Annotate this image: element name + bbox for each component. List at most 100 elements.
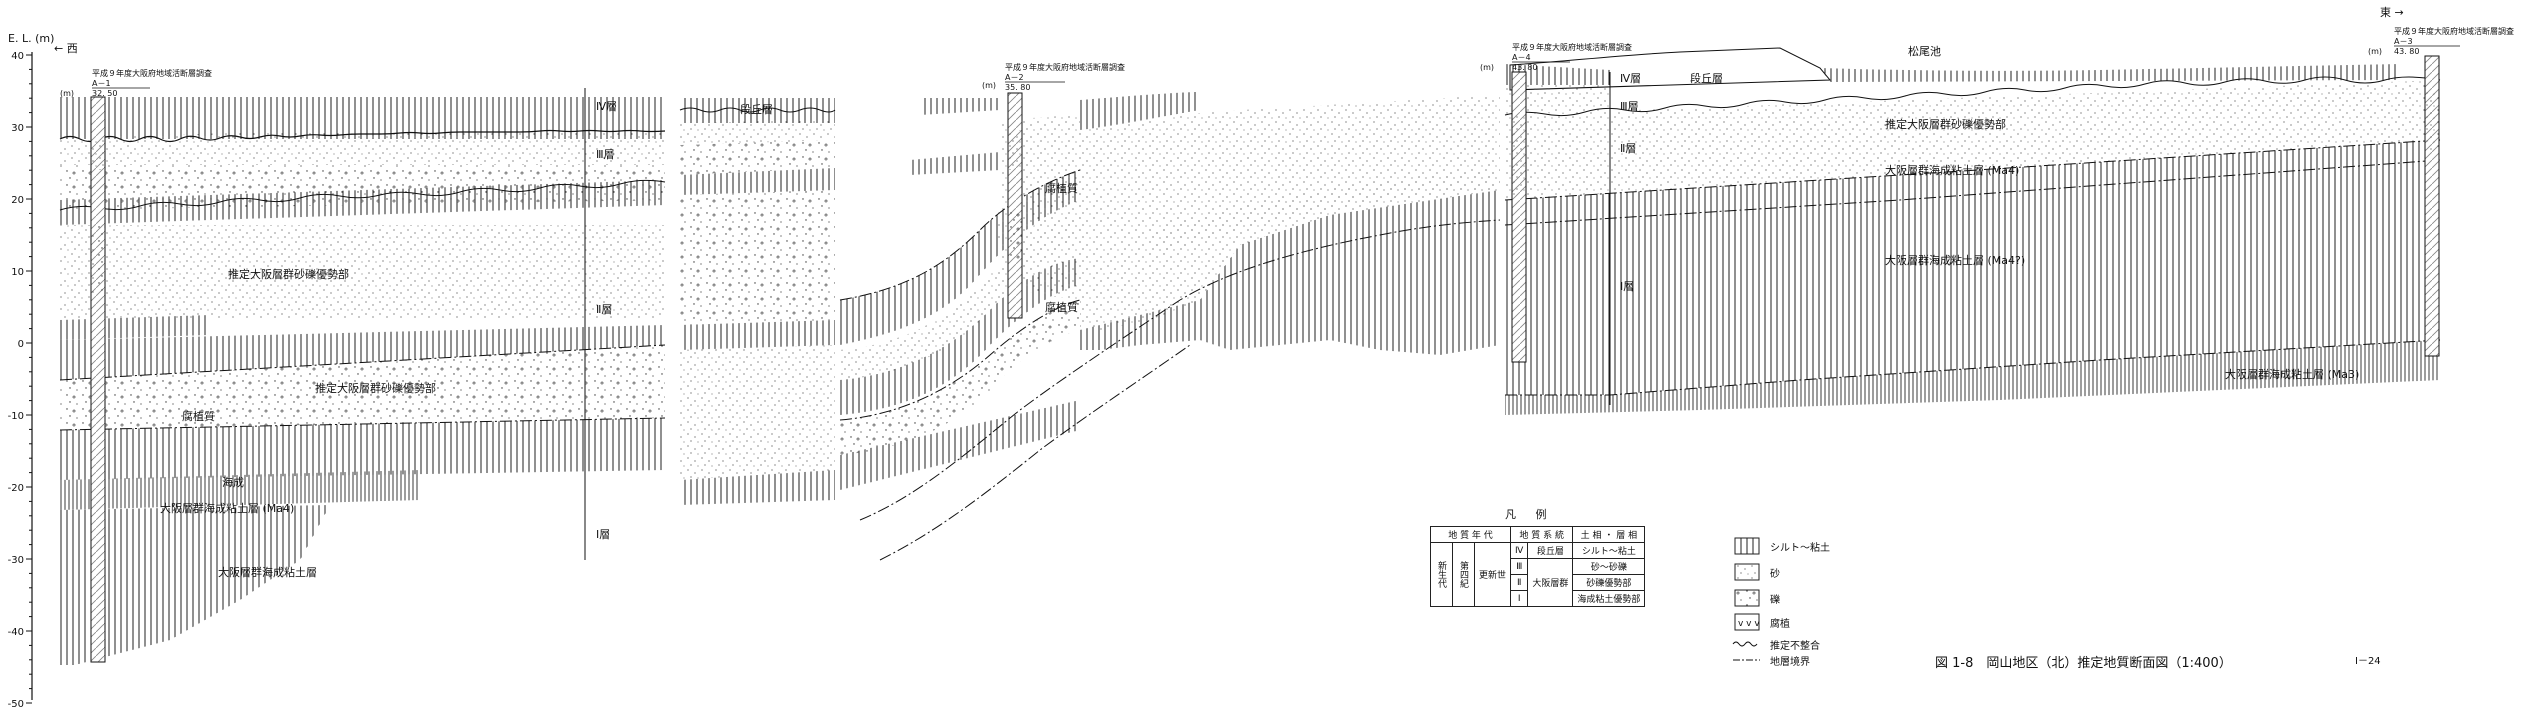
gravel-dominant-east	[1505, 80, 2440, 200]
west-direction-label: ← 西	[54, 42, 78, 55]
layer-iii-sand-west	[60, 130, 665, 165]
legend-humus-label: 腐植	[1770, 619, 1790, 630]
legend-unit-ii: Ⅱ	[1510, 574, 1529, 591]
figure-caption: 図 1-8 岡山地区（北）推定地質断面図（1:400）	[1935, 656, 2232, 671]
borehole-a3-elevation: 43. 80	[2394, 47, 2419, 56]
ma4-label-west: 大阪層群海成粘土層 (Ma4)	[160, 501, 294, 515]
borehole-a2: 平成９年度大阪府地域活断層調査 A－2 35. 80 (m)	[982, 62, 1125, 319]
legend-period: 第四紀	[1452, 542, 1475, 607]
legend-header-age: 地 質 年 代	[1429, 526, 1512, 543]
axis-title: E. L. (m)	[8, 32, 54, 45]
humus-v-icon: v v v	[1734, 613, 1760, 631]
legend-sand-label: 砂	[1770, 569, 1780, 580]
humic-label-west: 腐植質	[182, 409, 215, 423]
legend-header-system: 地 質 系 統	[1510, 526, 1574, 543]
ma3-clay-east	[1505, 340, 2440, 415]
layer-iii-label-east: Ⅲ層	[1620, 100, 1639, 113]
legend-title: 凡 例	[1505, 508, 1555, 521]
gravel-dominant-lower-west	[60, 345, 665, 430]
legend-facies-ii: 砂礫優勢部	[1572, 574, 1646, 591]
marine-clay-lower-west	[60, 505, 330, 665]
legend-era: 新生代	[1430, 542, 1453, 607]
section-west: Ⅳ層 Ⅲ層 Ⅱ層 Ⅰ層 推定大阪層群砂礫優勢部 推定大阪層群砂礫優勢部 腐植質 …	[59, 88, 666, 665]
legend-boundary-label: 地層境界	[1770, 657, 1810, 668]
borehole-a2-survey: 平成９年度大阪府地域活断層調査	[1005, 62, 1125, 72]
wavy-line-icon	[1732, 641, 1758, 647]
legend-unconformity-label: 推定不整合	[1770, 641, 1820, 652]
legend-facies-iv: シルト～粘土	[1572, 542, 1646, 559]
borehole-a3: 平成９年度大阪府地域活断層調査 A－3 43. 80 (m)	[2368, 26, 2514, 357]
gravel-label-east: 推定大阪層群砂礫優勢部	[1885, 117, 2006, 131]
pond-label: 松尾池	[1908, 44, 1941, 58]
borehole-a3-id: A－3	[2394, 37, 2413, 46]
borehole-a1-elevation: 32. 50	[92, 89, 117, 98]
legend-header-facies: 土 相 ・ 層 相	[1572, 526, 1646, 543]
y-tick-label: 10	[11, 267, 24, 278]
layer-ii-label-west: Ⅱ層	[596, 303, 612, 316]
gravel-label-west-lower: 推定大阪層群砂礫優勢部	[315, 381, 436, 395]
legend-symbols: v v v	[1732, 537, 1760, 661]
vertical-hatch-icon	[1734, 537, 1760, 555]
borehole-a1: 平成９年度大阪府地域活断層調査 A－1 32. 50 (m)	[60, 68, 212, 663]
legend-silt-label: シルト～粘土	[1770, 543, 1830, 554]
marine-clay-upper-west	[60, 470, 420, 510]
borehole-a3-survey: 平成９年度大阪府地域活断層調査	[2394, 26, 2514, 36]
legend-unit-iii: Ⅲ	[1510, 558, 1529, 575]
borehole-a1-id: A－1	[92, 79, 111, 88]
borehole-a1-survey: 平成９年度大阪府地域活断層調査	[92, 68, 212, 78]
borehole-a2-elevation: 35. 80	[1005, 83, 1030, 92]
ma4-label-east: 大阪層群海成粘土層 (Ma4)	[1885, 163, 2019, 177]
borehole-a2-id: A－2	[1005, 73, 1024, 82]
y-tick-label: 20	[11, 195, 24, 206]
borehole-a3-unit: (m)	[2368, 47, 2382, 56]
humic-label-middle-lower: 腐植質	[1045, 300, 1078, 314]
page-number: Ⅰ－24	[2355, 656, 2381, 667]
elevation-axis: E. L. (m) 40 30 20 10 0 -10 -20 -30 -40 -50 ← 西 東…	[8, 6, 2404, 710]
legend-epoch: 更新世	[1473, 542, 1512, 607]
legend-unit-iv: Ⅳ	[1510, 542, 1529, 559]
humic-label-middle-upper: 腐植質	[1045, 181, 1078, 195]
ma4q-label-east: 大阪層群海成粘土層 (Ma4?)	[1885, 253, 2025, 267]
ma4q-clay-middle-1	[1200, 190, 1500, 355]
y-tick-label: -20	[8, 483, 24, 494]
legend-unit-i: Ⅰ	[1510, 590, 1529, 607]
legend-facies-iii: 砂～砂礫	[1572, 558, 1646, 575]
layer-iii-label-west: Ⅲ層	[596, 148, 615, 161]
svg-text:v v v: v v v	[1738, 619, 1760, 629]
terrace-silt-east	[1505, 64, 1610, 85]
layer-i-label-west: Ⅰ層	[596, 528, 610, 541]
marine-label: 海成	[222, 475, 244, 489]
gravel-dominant-upper-west	[60, 225, 665, 320]
legend-facies-i: 海成粘土優勢部	[1572, 590, 1646, 607]
borehole-a4-id: A－4	[1512, 53, 1531, 62]
layer-i-label-east: Ⅰ層	[1620, 280, 1634, 293]
y-tick-label: 0	[18, 339, 24, 350]
y-tick-label: -10	[8, 411, 24, 422]
gravel-icon	[1734, 589, 1760, 607]
ma3-label: 大阪層群海成粘土層 (Ma3)	[2225, 367, 2359, 381]
silt-band-west	[60, 325, 665, 380]
legend-gravel-label: 礫	[1770, 595, 1780, 606]
marine-clay-label-west: 大阪層群海成粘土層	[218, 565, 317, 579]
sand-dots-icon	[1734, 563, 1760, 581]
legend-system-terrace: 段丘層	[1527, 542, 1574, 559]
borehole-a4: 平成９年度大阪府地域活断層調査 A－4 43. 80 (m)	[1480, 42, 1632, 363]
humic-layer-middle	[910, 152, 1000, 175]
ma4q-clay-east	[1505, 160, 2440, 395]
section-middle: 段丘層 腐植質 腐植質	[679, 92, 1501, 561]
east-direction-label: 東 →	[2380, 6, 2404, 19]
marine-clay-ma4-west	[60, 418, 665, 480]
y-tick-label: -30	[8, 555, 24, 566]
layer-iv-label-east: Ⅳ層	[1620, 72, 1641, 85]
y-tick-label: 40	[11, 51, 24, 62]
terrace-label-east: 段丘層	[1690, 71, 1723, 85]
legend-system-osaka: 大阪層群	[1527, 558, 1574, 607]
layer-ii-label-east: Ⅱ層	[1620, 142, 1636, 155]
y-tick-label: -50	[8, 699, 24, 710]
layer-iv-label-west: Ⅳ層	[596, 100, 617, 113]
legend-table: 地 質 年 代 地 質 系 統 土 相 ・ 層 相 新生代 第四紀 更新世 Ⅳ …	[1429, 526, 1646, 607]
borehole-a4-survey: 平成９年度大阪府地域活断層調査	[1512, 42, 1632, 52]
y-tick-label: 30	[11, 123, 24, 134]
y-tick-label: -40	[8, 627, 24, 638]
